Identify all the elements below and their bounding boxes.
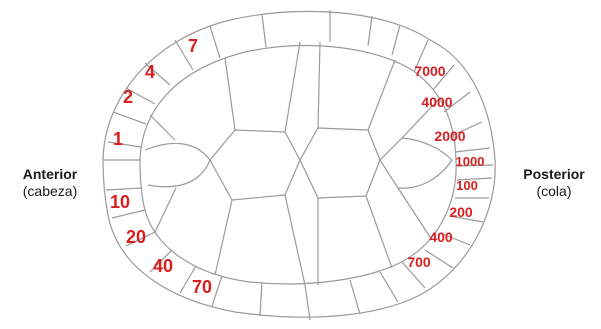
posterior-note: (cola) (514, 183, 594, 200)
vertebral-scute-4 (380, 138, 452, 188)
scute-number-label: 4000 (421, 94, 452, 110)
scute-number-label: 20 (126, 227, 146, 247)
scute-number-label: 1000 (456, 154, 485, 169)
scute-number-label: 700 (407, 254, 431, 270)
anterior-note: (cabeza) (10, 183, 90, 200)
posterior-title: Posterior (514, 166, 594, 183)
vertebral-scute-1 (145, 143, 210, 186)
scute-number-label: 2 (123, 87, 133, 107)
scute-number-label: 2000 (434, 128, 465, 144)
scute-number-label: 200 (449, 204, 473, 220)
scute-number-label: 1 (113, 129, 123, 149)
scute-number-label: 400 (429, 229, 453, 245)
scute-number-label: 100 (456, 178, 478, 193)
scute-number-label: 40 (153, 256, 173, 276)
anterior-label: Anterior (cabeza) (10, 166, 90, 200)
scute-number-label: 7000 (414, 63, 445, 79)
scute-number-label: 7 (188, 36, 198, 56)
vertebral-scute-2 (210, 130, 300, 200)
scute-number-label: 4 (145, 62, 155, 82)
vertebral-scute-3 (300, 128, 380, 198)
anterior-title: Anterior (10, 166, 90, 183)
scute-number-label: 70 (192, 277, 212, 297)
scute-number-label: 10 (110, 192, 130, 212)
posterior-label: Posterior (cola) (514, 166, 594, 200)
